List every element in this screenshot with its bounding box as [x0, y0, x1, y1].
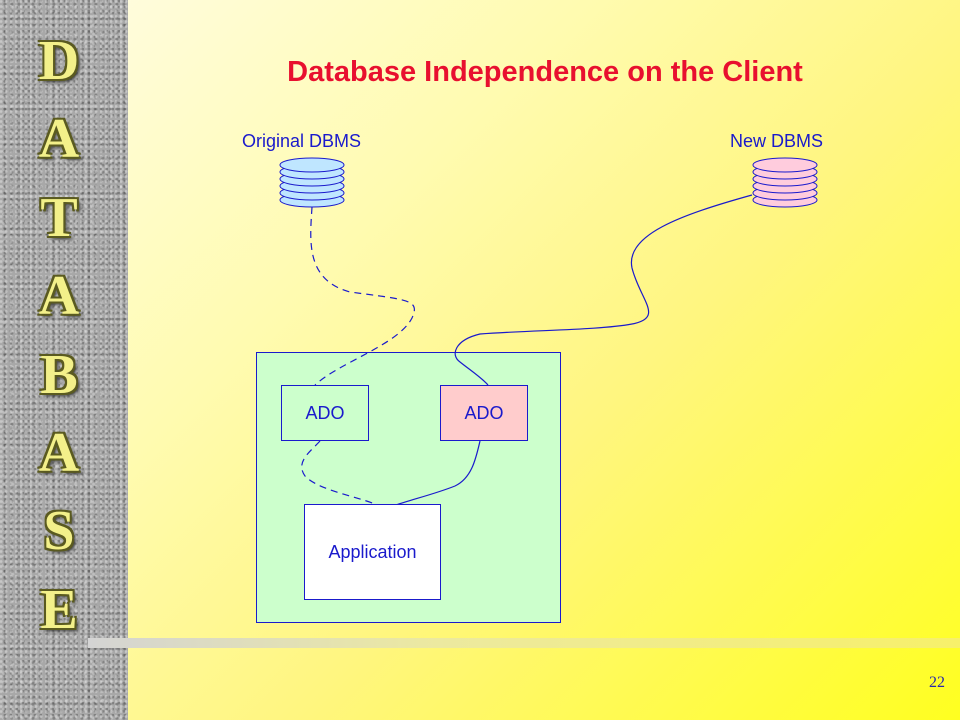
vertical-letter: T: [40, 186, 78, 249]
footer-bar: [88, 638, 960, 648]
page-number: 22: [929, 674, 945, 691]
vertical-letter: B: [40, 343, 78, 406]
original-dbms-connector: [310, 206, 415, 386]
ado-original-box: ADO: [281, 385, 369, 441]
application-box: Application: [304, 504, 441, 600]
vertical-letter: A: [38, 421, 80, 484]
original-dbms-icon: [279, 157, 345, 208]
new-dbms-icon: [752, 157, 818, 208]
vertical-letter: S: [43, 500, 75, 563]
vertical-letter: A: [38, 265, 80, 328]
vertical-title: D A T A B A S E: [26, 22, 92, 649]
new-dbms-connector: [454, 194, 753, 386]
slide-title: Database Independence on the Client: [287, 56, 803, 88]
original-dbms-label: Original DBMS: [242, 131, 362, 151]
vertical-letter: E: [40, 578, 78, 641]
ado-original-app-connector: [301, 440, 376, 505]
vertical-letter: A: [38, 108, 80, 171]
vertical-letter: D: [38, 30, 80, 92]
ado-new-box: ADO: [440, 385, 528, 441]
sidebar-texture: D A T A B A S E: [0, 0, 128, 720]
ado-new-app-connector: [395, 440, 481, 506]
new-dbms-label: New DBMS: [730, 131, 824, 151]
